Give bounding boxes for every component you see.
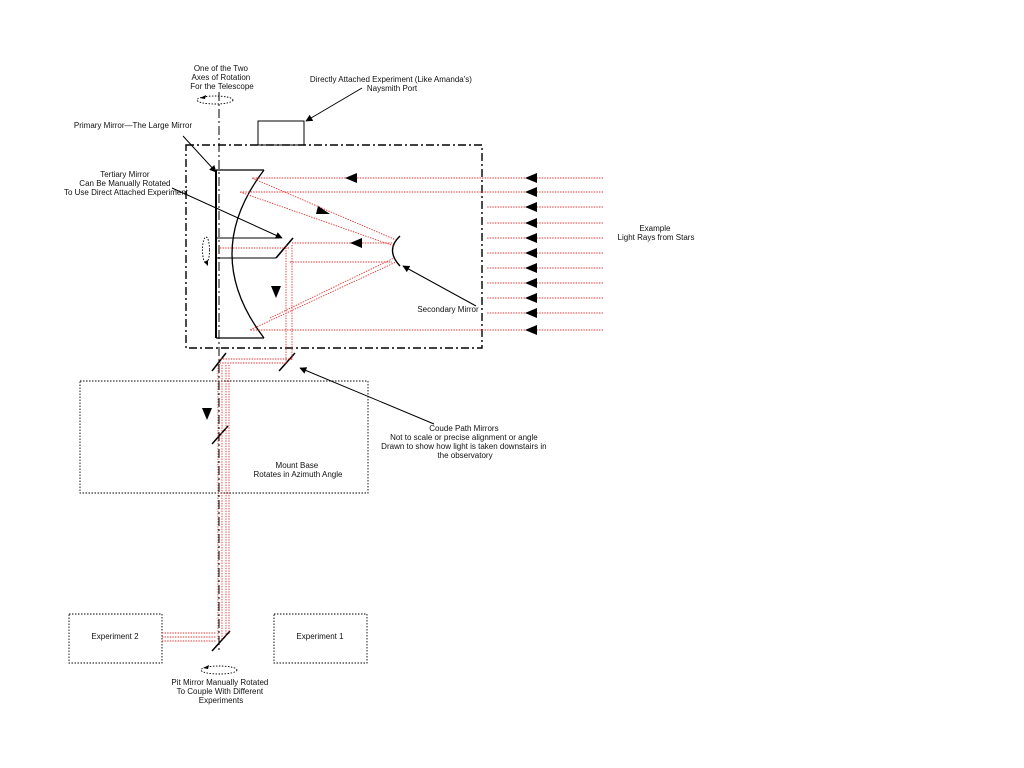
coude-mirror-2 — [278, 352, 296, 372]
label-secondary-mirror: Secondary Mirror — [417, 305, 479, 314]
pit-mirror — [211, 630, 231, 652]
leader-primary — [182, 135, 217, 173]
incoming-light-rays — [240, 177, 603, 331]
coude-light-path — [162, 245, 293, 642]
rotation-symbol-top — [196, 95, 234, 105]
naysmith-port-box — [257, 120, 305, 146]
ray-arrowheads — [202, 173, 537, 420]
reflected-light-rays — [220, 177, 397, 331]
label-axis-rotation: One of the Two Axes of Rotation For the … — [190, 64, 254, 91]
label-primary-mirror: Primary Mirror—The Large Mirror — [74, 121, 193, 130]
primary-mirror — [215, 169, 276, 339]
label-experiment-2: Experiment 2 — [91, 632, 139, 641]
coude-mirror-3 — [211, 425, 229, 445]
label-pit-mirror: Pit Mirror Manually Rotated To Couple Wi… — [171, 678, 270, 705]
rotation-symbol-pit — [200, 665, 238, 675]
label-experiment-1: Experiment 1 — [296, 632, 344, 641]
label-direct-experiment: Directly Attached Experiment (Like Amand… — [310, 75, 474, 93]
label-example-rays: Example Light Rays from Stars — [618, 224, 695, 242]
leader-tertiary — [171, 187, 283, 239]
leader-secondary — [402, 265, 477, 307]
leader-naysmith — [305, 87, 363, 122]
leader-coude — [299, 367, 435, 425]
label-coude-mirrors: Coude Path Mirrors Not to scale or preci… — [381, 424, 549, 460]
label-tertiary-mirror: Tertiary Mirror Can Be Manually Rotated … — [64, 170, 189, 197]
mount-base-box — [79, 380, 369, 494]
telescope-tube — [185, 144, 483, 349]
experiment-2-box — [68, 613, 163, 664]
coude-mirror-1 — [211, 352, 227, 372]
label-mount-base: Mount Base Rotates in Azimuth Angle — [254, 461, 343, 479]
secondary-mirror — [391, 235, 401, 267]
experiment-1-box — [273, 613, 368, 664]
rotation-symbol-side — [202, 236, 210, 266]
tertiary-mirror — [275, 237, 294, 259]
